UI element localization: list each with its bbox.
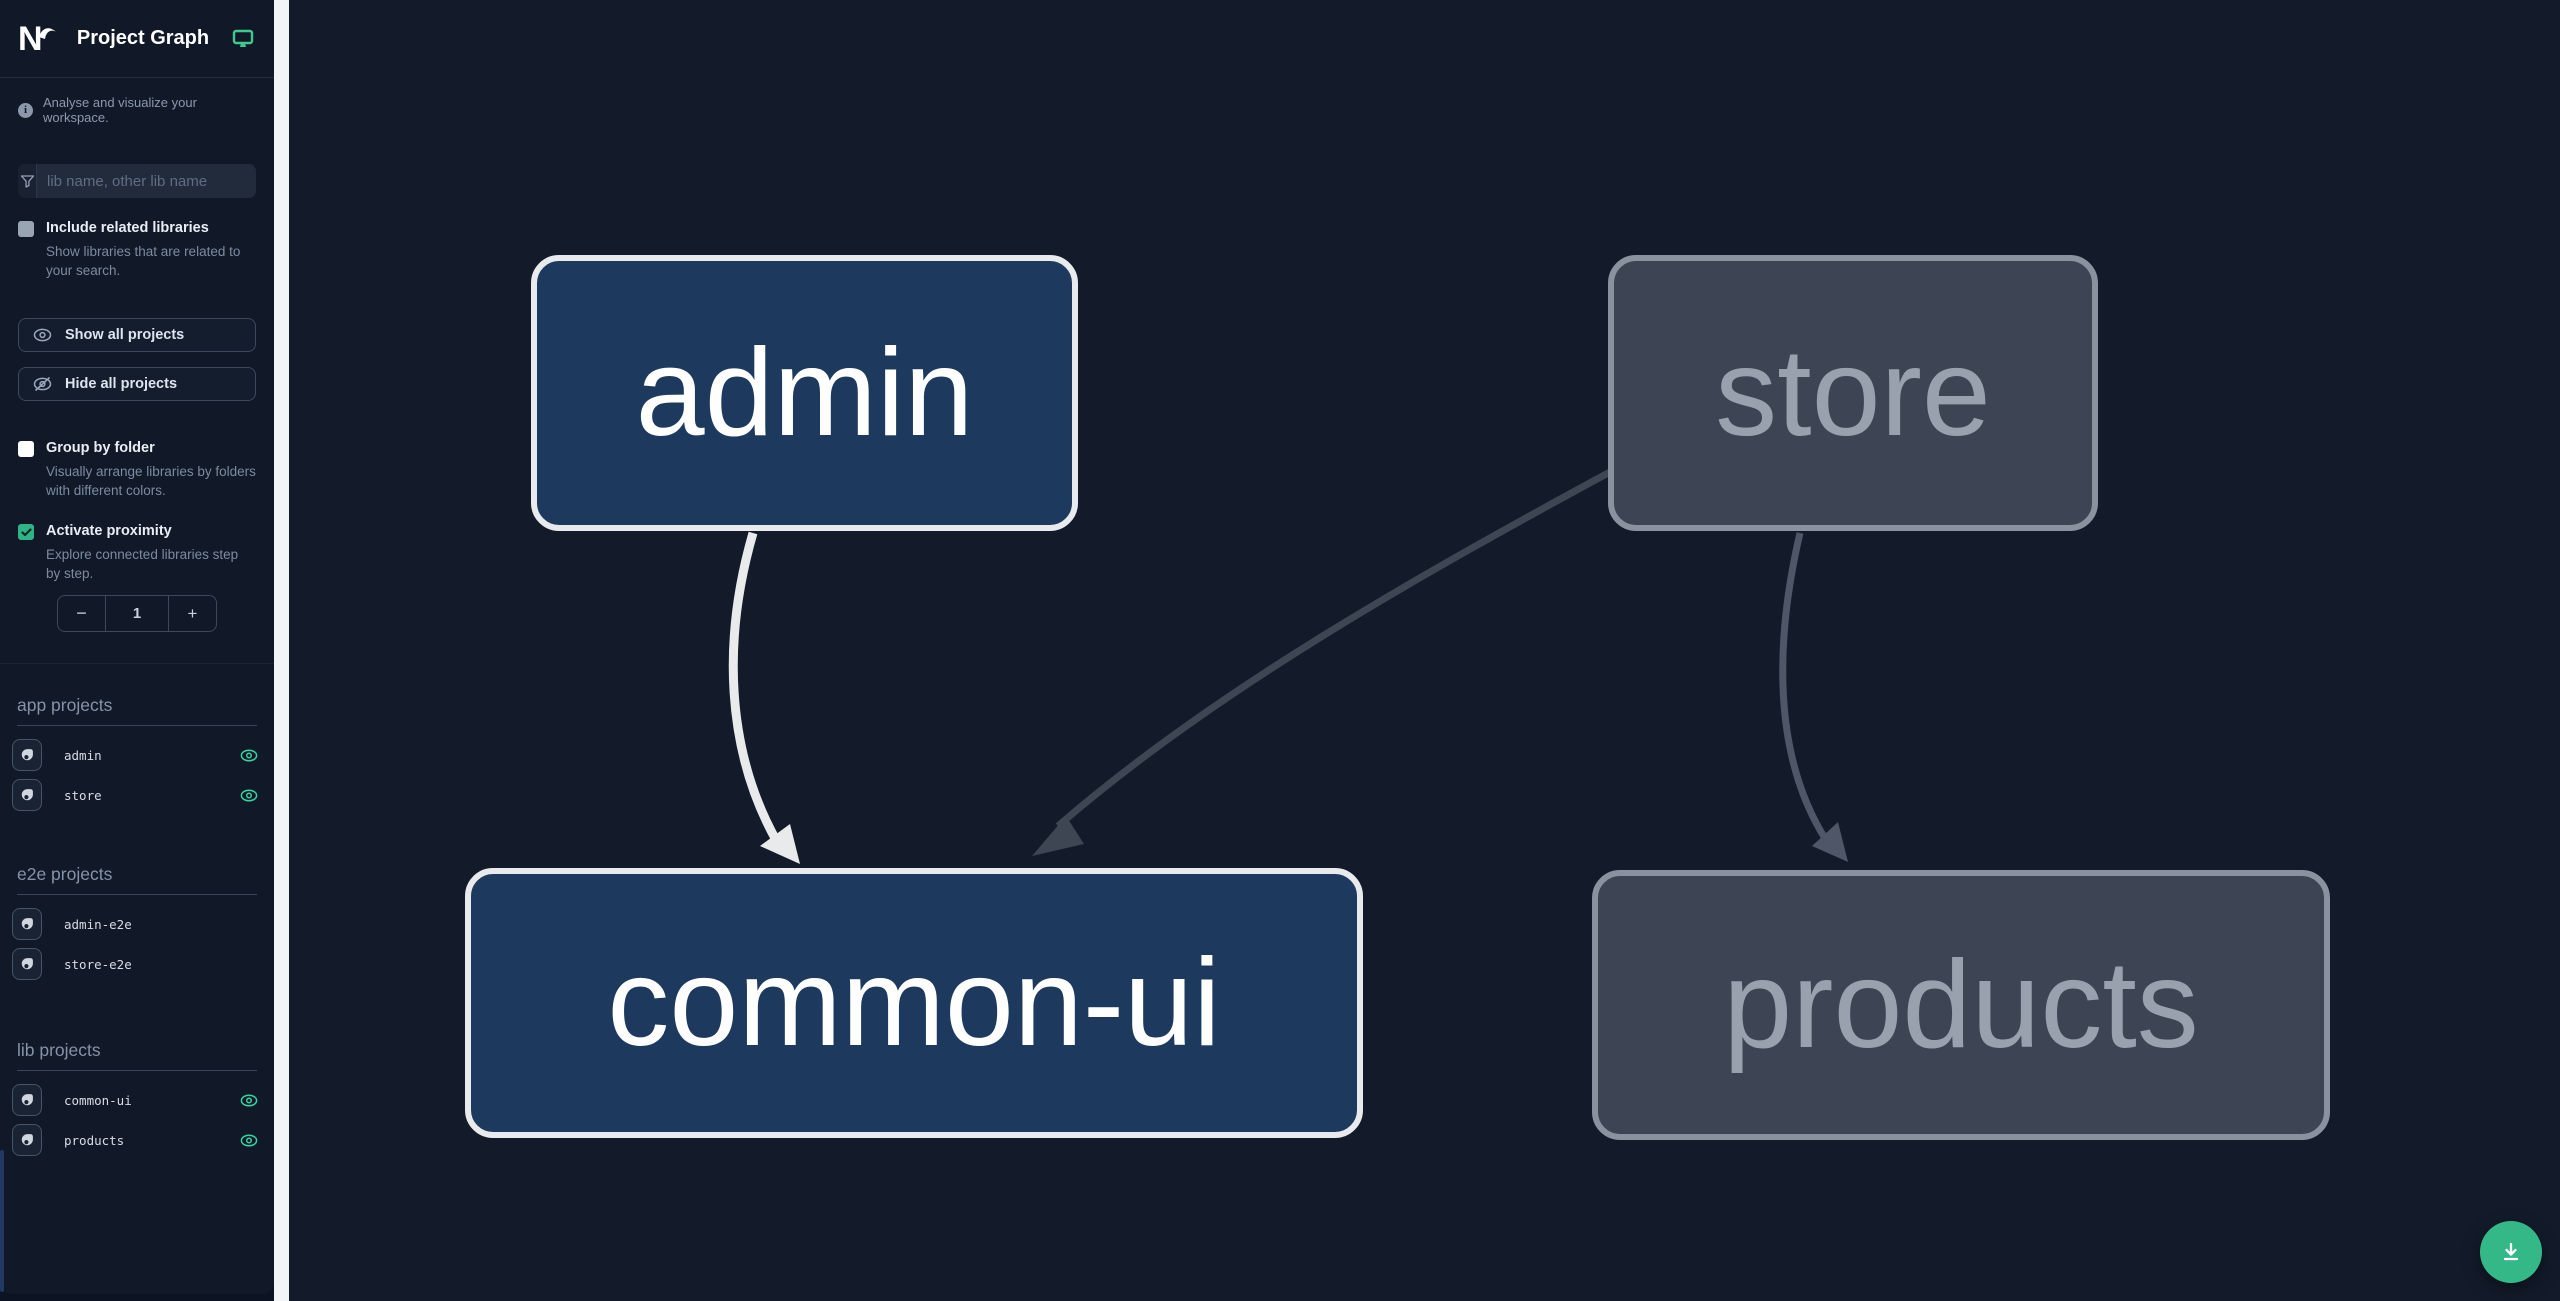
node-label: products: [1723, 936, 2199, 1074]
nx-logo-swoosh-icon: [39, 27, 56, 39]
eye-off-icon: [33, 376, 52, 392]
project-row-store: store: [0, 775, 274, 815]
group-by-folder-label: Group by folder: [46, 440, 155, 456]
focus-project-icon[interactable]: [12, 739, 42, 771]
project-row-products: products: [0, 1120, 274, 1160]
include-related-checkbox[interactable]: [18, 221, 34, 237]
show-all-projects-label: Show all projects: [65, 327, 185, 343]
check-icon: [20, 527, 32, 536]
graph-node-admin[interactable]: admin: [531, 255, 1078, 531]
toggle-visibility-eye-icon[interactable]: [240, 746, 258, 764]
sidebar-divider: [0, 663, 274, 664]
download-graph-button[interactable]: [2480, 1221, 2542, 1283]
proximity-depth-stepper: − 1 +: [57, 595, 217, 632]
project-row-admin-e2e: admin-e2e: [0, 904, 274, 944]
sidebar-resizer-handle[interactable]: [274, 0, 289, 1301]
download-icon: [2503, 1242, 2519, 1261]
app-title: Project Graph: [76, 27, 210, 49]
graph-node-products[interactable]: products: [1592, 870, 2330, 1140]
activate-proximity-description: Explore connected libraries step by step…: [46, 547, 239, 581]
filter-input[interactable]: [37, 164, 256, 198]
activate-proximity-label: Activate proximity: [46, 523, 172, 539]
include-related-label: Include related libraries: [46, 220, 209, 236]
project-row-admin: admin: [0, 735, 274, 775]
lib-projects-header: lib projects: [17, 1040, 257, 1071]
node-label: store: [1715, 324, 1991, 462]
project-row-common-ui: common-ui: [0, 1080, 274, 1120]
project-label[interactable]: admin-e2e: [64, 916, 132, 932]
eye-icon: [33, 328, 52, 342]
focus-project-icon[interactable]: [12, 948, 42, 980]
hide-all-projects-label: Hide all projects: [65, 376, 178, 392]
project-label[interactable]: store-e2e: [64, 956, 132, 972]
activate-proximity-checkbox[interactable]: [18, 524, 34, 540]
focus-project-icon[interactable]: [12, 1124, 42, 1156]
group-by-folder-description: Visually arrange libraries by folders wi…: [46, 464, 256, 498]
filter-box: [18, 164, 256, 198]
show-all-projects-button[interactable]: Show all projects: [18, 318, 256, 352]
sidebar-bottom-accent: [0, 1150, 4, 1292]
funnel-icon: [18, 164, 37, 198]
project-label[interactable]: admin: [64, 747, 102, 763]
graph-node-store[interactable]: store: [1608, 255, 2098, 531]
depth-increment-button[interactable]: +: [168, 596, 216, 631]
nx-logo-icon: N: [18, 22, 56, 56]
project-row-store-e2e: store-e2e: [0, 944, 274, 984]
info-icon: i: [18, 102, 33, 118]
focus-project-icon[interactable]: [12, 908, 42, 940]
project-label[interactable]: common-ui: [64, 1092, 132, 1108]
sidebar: N Project Graph i Analyse and visualize …: [0, 0, 274, 1294]
sidebar-header: N Project Graph: [0, 0, 274, 78]
focus-project-icon[interactable]: [12, 1084, 42, 1116]
e2e-projects-header: e2e projects: [17, 864, 257, 895]
hide-all-projects-button[interactable]: Hide all projects: [18, 367, 256, 401]
project-label[interactable]: products: [64, 1132, 125, 1148]
depth-value: 1: [132, 605, 142, 622]
workspace-info-text: Analyse and visualize your workspace.: [43, 95, 197, 125]
workspace-info-row: i Analyse and visualize your workspace.: [0, 78, 274, 125]
option-group-by-folder: Group by folder Visually arrange librari…: [0, 439, 274, 500]
option-activate-proximity: Activate proximity Explore connected lib…: [0, 522, 274, 583]
group-by-folder-checkbox[interactable]: [18, 441, 34, 457]
monitor-icon[interactable]: [230, 27, 256, 51]
app-projects-header: app projects: [17, 695, 257, 726]
option-include-related: Include related libraries Show libraries…: [0, 219, 274, 280]
node-label: common-ui: [607, 934, 1221, 1072]
toggle-visibility-eye-icon[interactable]: [240, 786, 258, 804]
focus-project-icon[interactable]: [12, 779, 42, 811]
depth-decrement-button[interactable]: −: [58, 596, 106, 631]
node-label: admin: [635, 324, 974, 462]
include-related-description: Show libraries that are related to your …: [46, 244, 241, 278]
toggle-visibility-eye-icon[interactable]: [240, 1131, 258, 1149]
graph-node-common-ui[interactable]: common-ui: [465, 868, 1363, 1138]
project-label[interactable]: store: [64, 787, 102, 803]
toggle-visibility-eye-icon[interactable]: [240, 1091, 258, 1109]
